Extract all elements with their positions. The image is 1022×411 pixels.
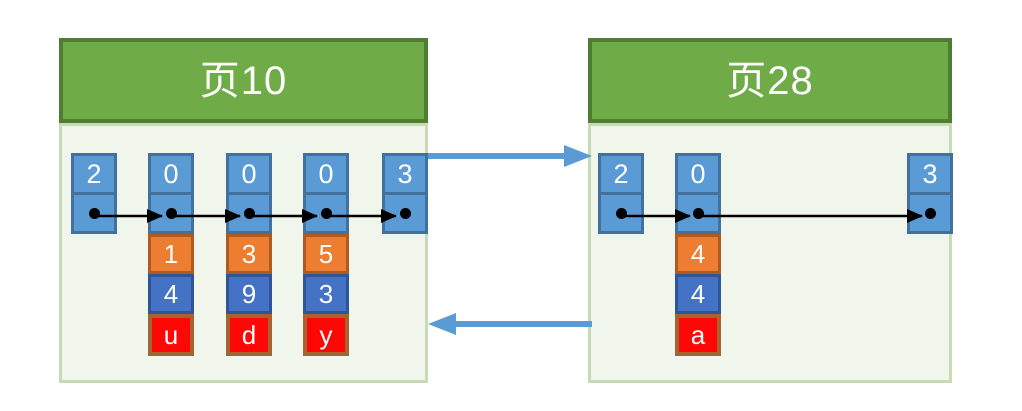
record-type-cell: 2 [71, 153, 117, 195]
pointer-dot-icon [243, 207, 255, 219]
next-pointer-cell [598, 192, 644, 234]
page-28-header: 页28 [588, 38, 952, 123]
page-10-body: 2 0 1 4 u 0 [59, 123, 428, 383]
pointer-dot-icon [692, 207, 704, 219]
next-pointer-cell [382, 192, 428, 234]
pointer-dot-icon [165, 207, 177, 219]
next-pointer-cell [71, 192, 117, 234]
pointer-dot-icon [924, 207, 936, 219]
key-field-cell: 1 [148, 234, 194, 274]
next-pointer-cell [675, 192, 721, 234]
record-type-cell: 0 [303, 153, 349, 195]
record-type-value: 0 [318, 158, 334, 189]
value-field-cell: a [675, 314, 721, 356]
page-28-body: 2 0 4 4 a 3 [588, 123, 953, 383]
pointer-dot-icon [399, 207, 411, 219]
record-type-cell: 0 [675, 153, 721, 195]
value-field-cell: d [226, 314, 272, 356]
next-pointer-cell [226, 192, 272, 234]
record-supremum: 3 [382, 153, 428, 234]
record-type-value: 2 [86, 158, 102, 189]
column-field-cell: 4 [148, 274, 194, 314]
record-type-value: 0 [163, 158, 179, 189]
key-field-cell: 4 [675, 234, 721, 274]
pointer-dot-icon [320, 207, 332, 219]
record-type-value: 0 [690, 158, 706, 189]
next-pointer-cell [148, 192, 194, 234]
page-28-title: 页28 [726, 58, 814, 103]
page-link-arrow-right-icon [428, 145, 592, 167]
value-field-cell: y [303, 314, 349, 356]
page-28: 页28 2 0 4 4 a [588, 38, 953, 383]
value-field-cell: u [148, 314, 194, 356]
key-field-cell: 5 [303, 234, 349, 274]
column-field-cell: 3 [303, 274, 349, 314]
column-field-cell: 9 [226, 274, 272, 314]
record-type-value: 3 [922, 158, 938, 189]
record-user-1: 0 1 4 u [148, 153, 194, 356]
record-type-value: 2 [613, 158, 629, 189]
record-supremum: 3 [907, 153, 953, 234]
page-10-header: 页10 [59, 38, 428, 123]
record-user-2: 0 3 9 d [226, 153, 272, 356]
record-type-cell: 2 [598, 153, 644, 195]
record-type-value: 3 [397, 158, 413, 189]
next-pointer-cell [303, 192, 349, 234]
page-10: 页10 2 0 1 4 u [59, 38, 428, 383]
pointer-dot-icon [615, 207, 627, 219]
page-link-arrow-left-icon [428, 313, 592, 335]
record-type-cell: 3 [907, 153, 953, 195]
page-10-title: 页10 [199, 58, 288, 103]
record-type-cell: 0 [226, 153, 272, 195]
column-field-cell: 4 [675, 274, 721, 314]
key-field-cell: 3 [226, 234, 272, 274]
record-type-cell: 3 [382, 153, 428, 195]
record-infimum: 2 [71, 153, 117, 234]
record-user-3: 0 5 3 y [303, 153, 349, 356]
record-type-cell: 0 [148, 153, 194, 195]
record-infimum: 2 [598, 153, 644, 234]
next-pointer-cell [907, 192, 953, 234]
pointer-dot-icon [88, 207, 100, 219]
record-type-value: 0 [241, 158, 257, 189]
record-user-1: 0 4 4 a [675, 153, 721, 356]
